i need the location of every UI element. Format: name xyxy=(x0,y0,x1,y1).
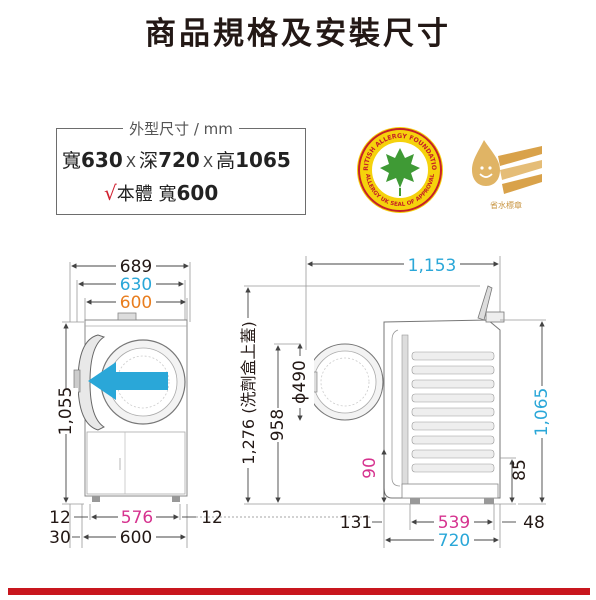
dim-1065: 1,065 xyxy=(532,388,552,437)
height-label: 高 xyxy=(216,150,236,172)
width-label: 寬 xyxy=(62,150,82,172)
label-bg xyxy=(284,356,314,408)
dim-48: 48 xyxy=(523,513,545,533)
dim-689: 689 xyxy=(120,257,152,277)
label-bg xyxy=(118,508,156,524)
allergy-uk-seal-icon: BRITISH ALLERGY FOUNDATION ALLERGY UK SE… xyxy=(356,126,443,213)
drop-eye-right xyxy=(488,166,492,170)
width-value: 630 xyxy=(81,148,123,172)
vent xyxy=(411,449,495,459)
check-icon: √ xyxy=(104,181,117,205)
spec-body-width: √本體 寬600 xyxy=(104,180,218,206)
door-glass-pattern xyxy=(320,357,370,407)
vent xyxy=(411,407,495,417)
front-view: 689 630 600 1,055 xyxy=(49,257,223,548)
dim-131: 131 xyxy=(340,513,372,533)
vent xyxy=(411,421,495,431)
dim-1276: 1,276 (洗劑盒上蓋) xyxy=(239,321,258,464)
water-stripe-2 xyxy=(500,160,542,180)
dim-539: 539 xyxy=(438,513,470,533)
vent xyxy=(411,379,495,389)
spec-header-text: 外型尺寸 / mm xyxy=(123,120,239,138)
side-view: 1,153 ϕ490 xyxy=(236,255,556,551)
label-bg xyxy=(116,257,156,273)
depth-label: 深 xyxy=(139,150,159,172)
label-bg xyxy=(404,255,460,272)
label-bg xyxy=(434,513,474,529)
label-bg xyxy=(264,408,292,442)
dim-600: 600 xyxy=(120,293,152,313)
vent xyxy=(411,435,495,445)
side-vents xyxy=(411,351,495,473)
dim-630: 630 xyxy=(120,275,152,295)
badge-outer-ring xyxy=(358,128,442,212)
body-label: 本體 xyxy=(116,184,153,205)
spec-header: 外型尺寸 / mm xyxy=(56,118,306,139)
leaf-icon xyxy=(380,148,420,188)
dim-30: 30 xyxy=(49,528,71,548)
side-foot-front xyxy=(410,498,420,504)
dim-490: ϕ490 xyxy=(290,360,310,404)
water-drop xyxy=(472,140,500,186)
label-bg xyxy=(434,531,474,547)
dim-576: 576 xyxy=(121,508,153,528)
dim-85: 85 xyxy=(510,459,530,481)
height-value: 1065 xyxy=(235,148,291,172)
dim-720: 720 xyxy=(438,531,470,551)
dim-1055: 1,055 xyxy=(56,387,76,436)
foot-left xyxy=(92,496,100,502)
side-foot-rear xyxy=(484,498,494,504)
vent xyxy=(411,393,495,403)
label-bg xyxy=(116,528,156,544)
water-saving-label-icon: 省水標章 xyxy=(472,140,542,210)
depth-value: 720 xyxy=(158,148,200,172)
detergent-lid-open xyxy=(477,285,493,321)
lower-panel xyxy=(86,431,186,495)
label-bg xyxy=(52,388,78,434)
vent xyxy=(411,463,495,473)
body-width-label: 寬 xyxy=(158,184,177,205)
door-glass xyxy=(313,350,377,414)
foot-right xyxy=(172,496,180,502)
body-width-value: 600 xyxy=(176,181,219,205)
side-base xyxy=(401,483,499,499)
vent xyxy=(411,351,495,361)
rear-hose-connector xyxy=(485,311,505,323)
times-sign: X xyxy=(202,153,214,171)
side-front-curve xyxy=(391,329,401,487)
label-bg xyxy=(528,386,556,438)
drop-smile xyxy=(479,173,493,178)
water-stripe-1 xyxy=(498,146,542,166)
footer-accent-bar xyxy=(8,588,590,595)
dim-90: 90 xyxy=(360,457,380,479)
water-stripe-3 xyxy=(502,174,542,194)
detergent-lid xyxy=(117,312,137,321)
dim-600-bottom: 600 xyxy=(120,528,152,548)
dim-958: 958 xyxy=(268,409,288,441)
label-bg xyxy=(116,293,156,309)
dim-12-left: 12 xyxy=(49,508,71,528)
vent xyxy=(411,365,495,375)
dim-12-right: 12 xyxy=(201,508,223,528)
label-bg xyxy=(236,318,262,468)
side-door-edge xyxy=(401,334,409,486)
page-title: 商品規格及安裝尺寸 xyxy=(145,16,451,52)
load-arrow-icon xyxy=(88,362,168,400)
water-label-text: 省水標章 xyxy=(490,200,522,210)
dim-1153: 1,153 xyxy=(408,256,457,276)
drop-eye-left xyxy=(480,166,484,170)
times-sign: X xyxy=(125,153,137,171)
label-bg xyxy=(116,275,156,291)
